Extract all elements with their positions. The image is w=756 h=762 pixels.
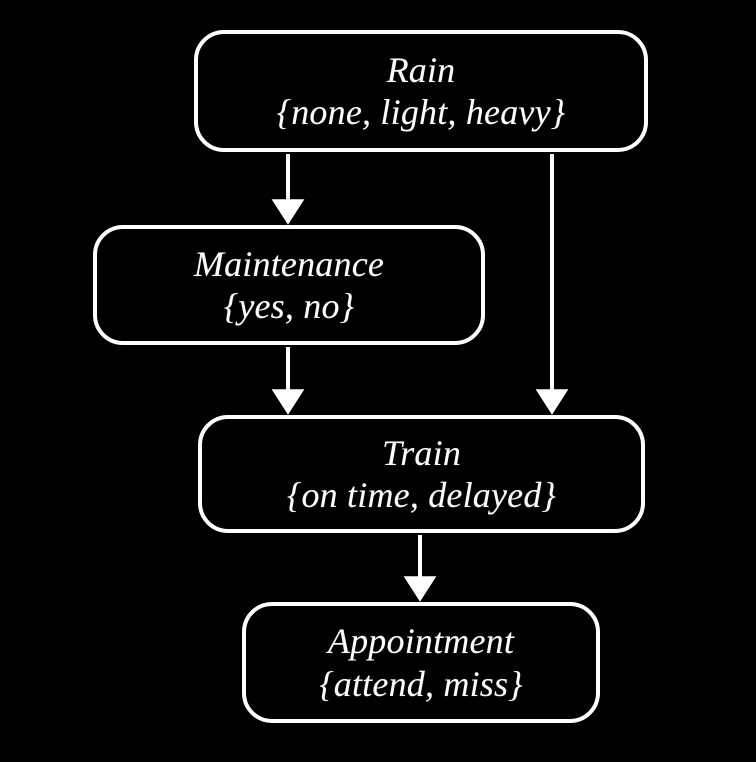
node-train[interactable]: Train {on time, delayed}	[198, 415, 645, 533]
node-rain[interactable]: Rain {none, light, heavy}	[194, 30, 648, 152]
node-train-states: {on time, delayed}	[286, 475, 557, 515]
node-appointment[interactable]: Appointment {attend, miss}	[242, 602, 600, 723]
node-rain-states: {none, light, heavy}	[276, 92, 566, 132]
node-train-label: Train	[381, 432, 462, 473]
node-maintenance[interactable]: Maintenance {yes, no}	[93, 225, 485, 345]
node-appointment-states: {attend, miss}	[319, 663, 523, 704]
node-appointment-label: Appointment	[327, 621, 515, 662]
node-maintenance-label: Maintenance	[193, 243, 385, 284]
node-maintenance-states: {yes, no}	[223, 286, 355, 326]
node-rain-label: Rain	[386, 49, 456, 90]
